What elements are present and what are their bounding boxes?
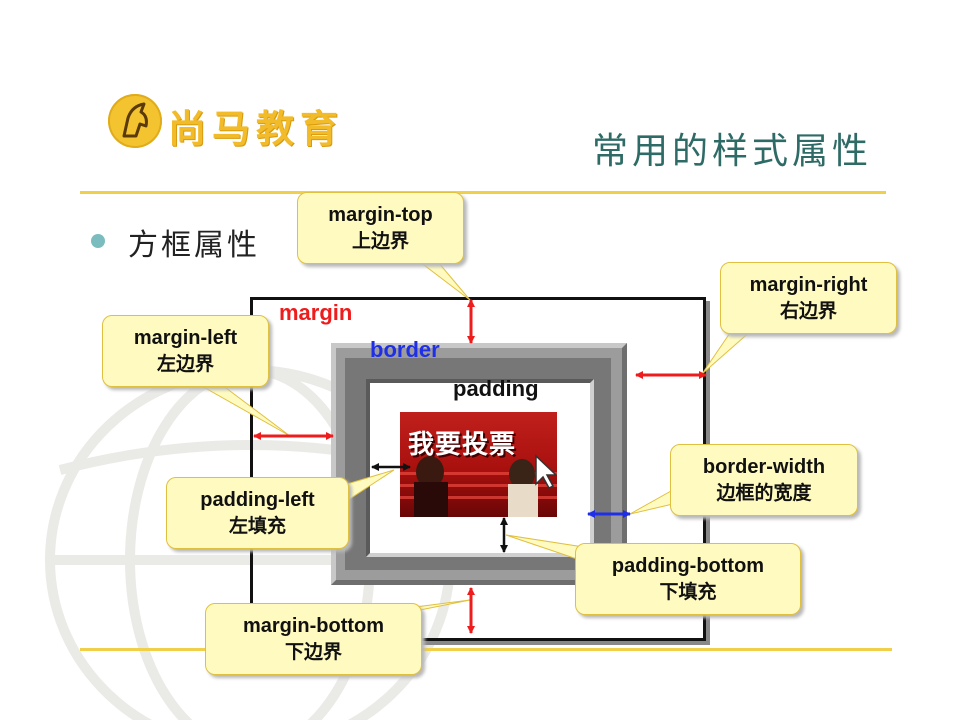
- brand-logo: 尚马教育: [108, 94, 348, 151]
- slide-title: 常用的样式属性: [591, 131, 872, 172]
- vote-image: 我要投票: [400, 412, 557, 517]
- brand-name: 尚马教育: [168, 107, 345, 151]
- callout-margin-top: margin-top 上边界: [297, 192, 464, 264]
- callout-margin-bottom: margin-bottom 下边界: [205, 603, 422, 675]
- callout-en: border-width: [702, 456, 826, 478]
- vote-image-figures: [414, 454, 557, 517]
- callout-en: margin-top: [328, 204, 433, 226]
- callout-en: margin-right: [749, 274, 868, 296]
- callout-margin-right: margin-right 右边界: [720, 262, 897, 334]
- callout-cn: 下填充: [659, 581, 717, 603]
- callout-cn: 左填充: [228, 515, 286, 537]
- bottom-divider: [80, 648, 892, 651]
- tail-margin-left: [198, 384, 291, 437]
- top-divider: [80, 191, 886, 194]
- bullet-icon: [91, 234, 105, 248]
- callout-cn: 上边界: [351, 230, 409, 252]
- callout-en: padding-left: [200, 489, 315, 511]
- padding-label: padding: [453, 376, 539, 401]
- cursor-icon: [535, 454, 557, 489]
- bullet-text: 方框属性: [128, 228, 260, 263]
- callout-padding-bottom: padding-bottom 下填充: [575, 543, 801, 615]
- callout-cn: 右边界: [779, 300, 837, 322]
- callout-en: padding-bottom: [611, 555, 765, 577]
- callout-cn: 下边界: [284, 641, 342, 663]
- margin-label: margin: [279, 300, 353, 325]
- tail-margin-right: [701, 329, 754, 375]
- callout-en: margin-bottom: [242, 615, 385, 637]
- horse-head-icon: [108, 94, 162, 148]
- vote-image-text: 我要投票: [408, 430, 517, 460]
- callout-padding-left: padding-left 左填充: [166, 477, 349, 549]
- callout-border-width: border-width 边框的宽度: [670, 444, 858, 516]
- border-label: border: [370, 337, 440, 362]
- tail-margin-top: [418, 261, 471, 301]
- callout-en: margin-left: [133, 327, 238, 349]
- callout-cn: 边框的宽度: [716, 482, 812, 504]
- callout-margin-left: margin-left 左边界: [102, 315, 269, 387]
- callout-cn: 左边界: [156, 353, 214, 375]
